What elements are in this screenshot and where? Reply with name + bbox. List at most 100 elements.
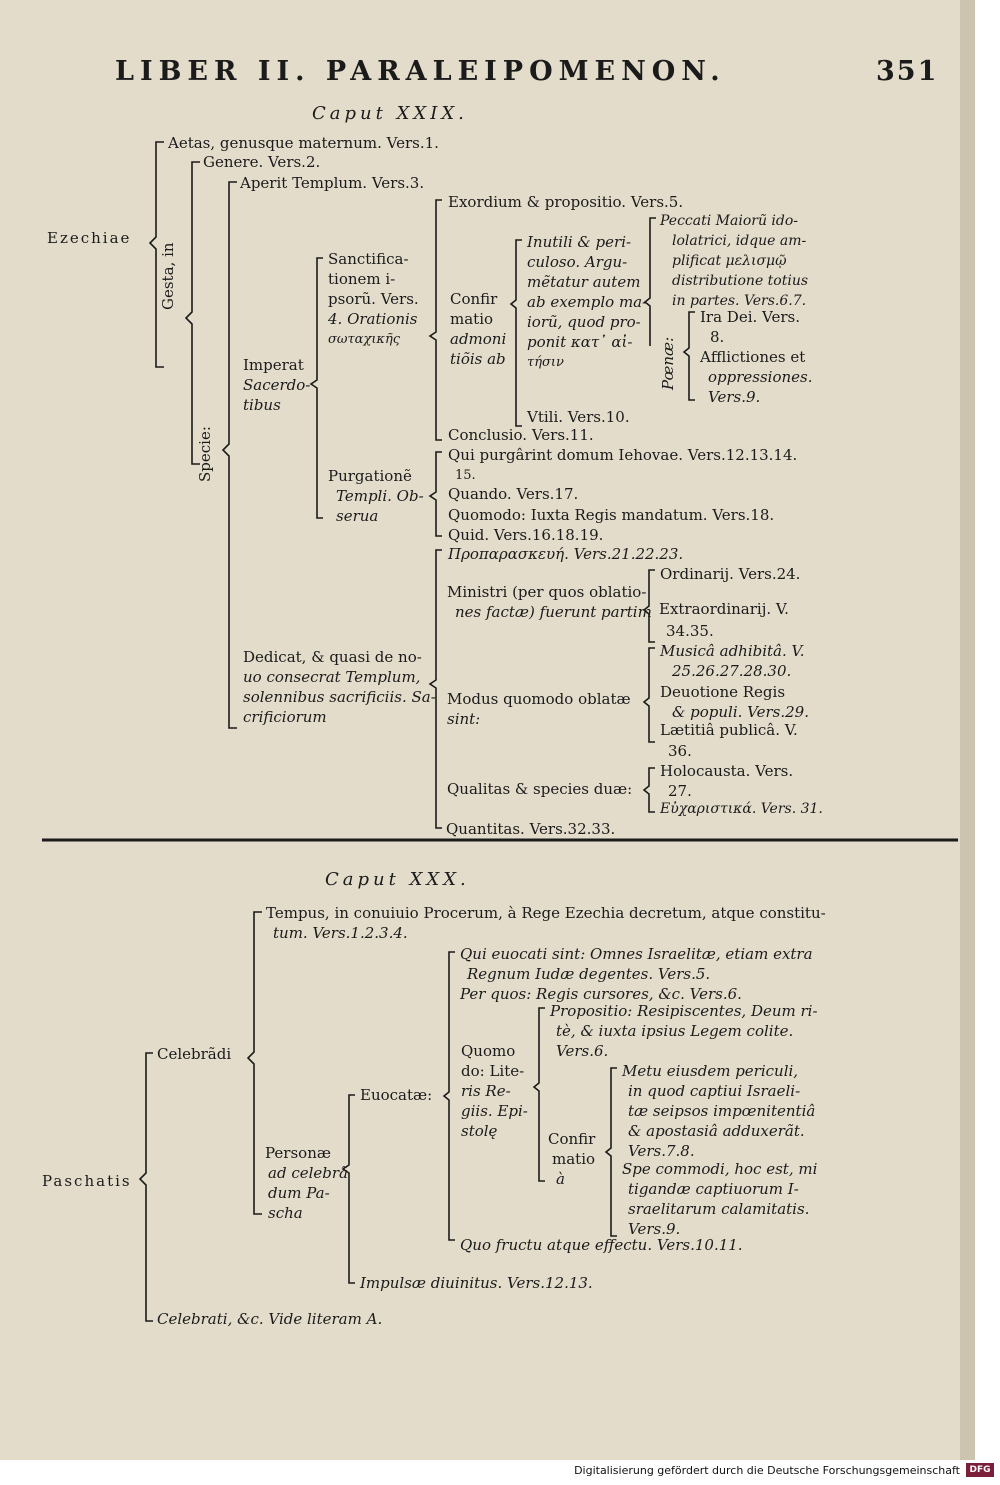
qualitas: Qualitas & species duæ: [447,780,633,798]
root-ezechiae: Ezechiae [47,229,132,247]
personae-line: scha [268,1204,303,1222]
inutili-line: culoso. Argu- [527,253,628,271]
qui-euocati-line: Qui euocati sint: Omnes Israelitæ, etiam… [460,945,813,963]
per-quos: Per quos: Regis cursores, &c. Vers.6. [460,985,742,1003]
dfg-logo: DFG [966,1463,994,1477]
imperat-line: Sacerdo- [243,376,311,394]
extra-line: Extraordinarij. V. [659,600,789,618]
personae-line: Personæ [265,1144,331,1162]
purg-line: Purgationẽ [328,467,412,485]
purg-line: serua [336,507,379,525]
personae-line: dum Pa- [268,1184,330,1202]
personae-line: ad celebrã [268,1164,348,1182]
musica-line: Musicâ adhibitâ. V. [660,642,805,660]
ordinarij: Ordinarij. Vers.24. [660,565,801,583]
inutili-line: ponit κατ᾽ αἰ- [527,333,633,351]
tempus-line: tum. Vers.1.2.3.4. [273,924,408,942]
quomodo: Quomodo: Iuxta Regis mandatum. Vers.18. [448,506,775,524]
metu-line: Vers.7.8. [628,1142,695,1160]
quantitas: Quantitas. Vers.32.33. [446,820,616,838]
peccati-line: Peccati Maiorũ ido- [660,213,799,229]
funding-notice: Digitalisierung gefördert durch die Deut… [574,1464,960,1477]
specie-label: Specie: [196,426,214,482]
page-edge [960,0,975,1460]
afflict-line: oppressiones. [708,368,813,386]
confir2-line: matio [552,1150,596,1168]
footer-bar: Digitalisierung gefördert durch die Deut… [0,1460,1000,1485]
aetas: Aetas, genusque maternum. Vers.1. [168,134,439,152]
quo-fructu: Quo fructu atque effectu. Vers.10.11. [460,1236,743,1254]
metu-line: & apostasiâ adduxerãt. [628,1122,805,1140]
sanct-line: tionem i- [328,270,396,288]
imperat-line: tibus [243,396,281,414]
gesta-label: Gesta, in [159,242,177,310]
proparaskeue: Προπαρασκευή. Vers.21.22.23. [448,545,684,563]
book-page: LIBER II. PARALEIPOMENON. 351 Caput XXIX… [0,0,975,1460]
confir2-line: Confir [548,1130,596,1148]
purg-line: Templi. Ob- [336,487,424,505]
peccati-line: lolatrici, idque am- [672,233,807,249]
quando: Quando. Vers.17. [448,485,579,503]
metu-line: in quod captiui Israeli- [628,1082,801,1100]
running-title: LIBER II. PARALEIPOMENON. [115,56,726,87]
modus-line: sint: [447,710,481,728]
imperat-line: Imperat [243,356,304,374]
inutili-line: Inutili & peri- [527,233,632,251]
inutili-line: τήσιν [527,355,564,370]
peccati-line: plificat μελισμῷ [672,253,787,269]
dedicat-line: uo consecrat Templum, [243,668,421,686]
afflict-line: Afflictiones et [700,348,806,366]
quomodo-line: stolę [461,1122,498,1140]
metu-line: Metu eiusdem periculi, [622,1062,799,1080]
ira-line: 8. [710,328,725,346]
quomodo-line: giis. Epi- [461,1102,528,1120]
sanct-line: σωταχικῆς [328,332,401,347]
sanct-line: Sanctifica- [328,250,409,268]
deuotione-line: & populi. Vers.29. [672,703,809,721]
euocatae: Euocatæ: [360,1086,433,1104]
aperit: Aperit Templum. Vers.3. [240,174,425,192]
spe-line: tigandæ captiuorum I- [628,1180,799,1198]
root-paschatis: Paschatis [42,1172,132,1190]
celebrati: Celebrati, &c. Vide literam A. [157,1310,383,1328]
spe-line: Spe commodi, hoc est, mi [622,1160,818,1178]
confir-line: tiõis ab [450,350,506,368]
holocausta-line: 27. [668,782,692,800]
tempus-line: Tempus, in conuiuio Procerum, à Rege Eze… [266,904,826,922]
conclusio: Conclusio. Vers.11. [448,426,594,444]
ministri-line: nes factæ) fuerunt partim [455,603,652,621]
quomodo-line: Quomo [461,1042,516,1060]
poenae-label: Pœnæ: [659,336,677,390]
page-number: 351 [876,56,939,87]
qui-euocati-line: Regnum Iudæ degentes. Vers.5. [467,965,711,983]
caput-29-heading: Caput XXIX. [312,103,468,124]
modus-line: Modus quomodo oblatæ [447,690,631,708]
inutili-line: mẽtatur autem [527,273,641,291]
qui-line: Qui purgârint domum Iehovae. Vers.12.13.… [448,446,798,464]
afflict-line: Vers.9. [708,388,761,406]
genere: Genere. Vers.2. [203,153,321,171]
dedicat-line: Dedicat, & quasi de no- [243,648,422,666]
celebrandi: Celebrãdi [157,1045,232,1063]
inutili-line: iorũ, quod pro- [527,313,641,331]
bracket-lines [42,141,958,1322]
spe-line: sraelitarum calamitatis. [628,1200,810,1218]
ira-line: Ira Dei. Vers. [700,308,801,326]
quomodo-line: ris Re- [461,1082,511,1100]
musica-line: 25.26.27.28.30. [672,662,792,680]
holocausta-line: Holocausta. Vers. [660,762,794,780]
quomodo-line: do: Lite- [461,1062,525,1080]
ministri-line: Ministri (per quos oblatio- [447,583,647,601]
peccati-line: distributione totius [672,273,809,289]
laetitia-line: 36. [668,742,692,760]
spe-line: Vers.9. [628,1220,681,1238]
propositio-line: Vers.6. [556,1042,609,1060]
exordium: Exordium & propositio. Vers.5. [448,193,684,211]
propositio-line: Propositio: Resipiscentes, Deum ri- [550,1002,818,1020]
metu-line: tæ seipsos impœnitentiâ [628,1102,816,1120]
caput-30-heading: Caput XXX. [325,869,470,890]
inutili-line: ab exemplo ma- [527,293,648,311]
confir-line: matio [450,310,494,328]
sanct-line: 4. Orationis [328,310,418,328]
dedicat-line: crificiorum [243,708,327,726]
